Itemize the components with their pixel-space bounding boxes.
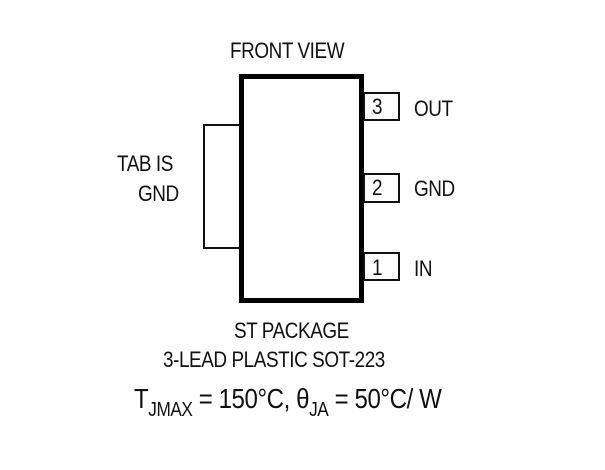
package-name: ST PACKAGE [234,318,349,343]
pin-1-number: 1 [372,255,383,280]
tab-outline [203,124,242,249]
pin-3-name: OUT [414,96,453,121]
tj-value: = 150°C, [192,383,297,414]
package-description: 3-LEAD PLASTIC SOT-223 [163,347,385,372]
tab-label-line1: TAB IS [117,151,173,176]
tab-label-line2: GND [138,181,179,206]
theta-symbol: θ [296,383,310,414]
front-view-title: FRONT VIEW [230,38,345,63]
tj-symbol: T [134,383,149,414]
pin-2-number: 2 [372,175,383,200]
pin-1-name: IN [414,256,433,281]
pin-2-box [363,173,400,203]
pin-3-number: 3 [372,94,383,119]
tj-subscript: JMAX [148,399,193,421]
pin-2-name: GND [414,176,455,201]
pin-1-box [363,252,400,281]
package-body [239,74,364,303]
theta-subscript: JA [309,399,329,421]
pin-3-box [363,92,400,121]
theta-value: = 50°C/ W [328,383,442,414]
thermal-spec: TJMAX = 150°C, θJA = 50°C/ W [134,383,442,421]
